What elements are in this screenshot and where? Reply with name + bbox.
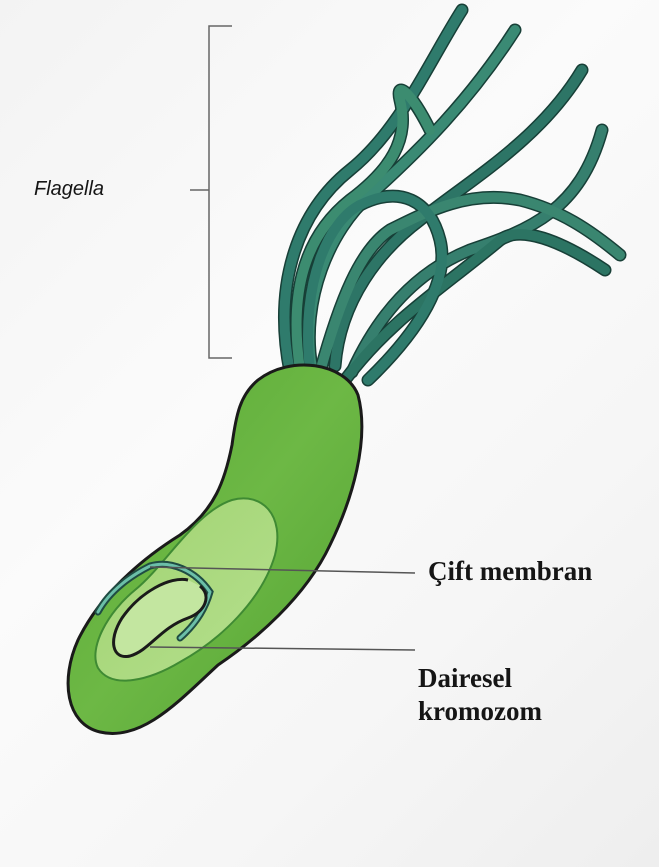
circular-chromosome-label-line1: Dairesel [418, 662, 542, 695]
flagella-label: Flagella [34, 178, 104, 201]
circular-chromosome-label: Dairesel kromozom [418, 662, 542, 728]
circular-chromosome-label-line2: kromozom [418, 695, 542, 728]
flagella-bracket [190, 26, 232, 358]
double-membrane-label: Çift membran [428, 555, 592, 588]
flagella-strands [285, 10, 620, 380]
